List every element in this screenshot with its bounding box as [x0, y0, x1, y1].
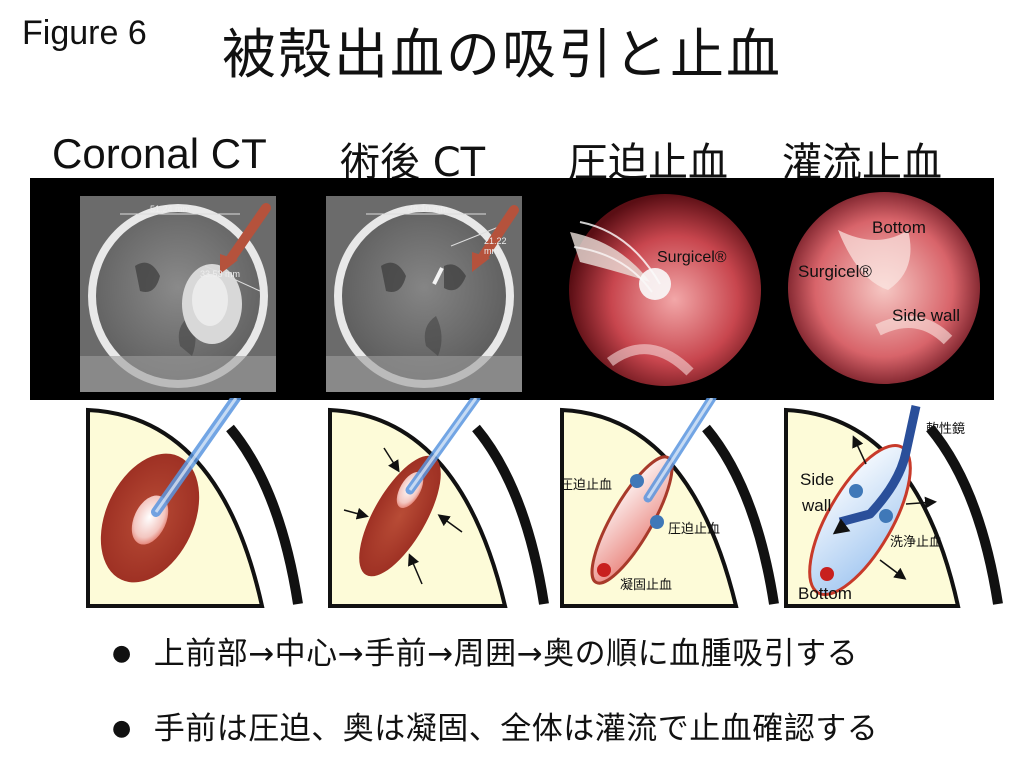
diagram-1 [86, 398, 303, 608]
endoscope-image-compression: Surgicel® [560, 192, 770, 392]
ct-image-preop: 51.24 mm 33.53 mm [80, 196, 276, 392]
endoscope-image-irrigation: Bottom Surgicel® Side wall [778, 190, 990, 390]
endo3-label-surgicel: Surgicel® [657, 249, 727, 266]
diagram4-label-wash: 洗浄止血 [890, 535, 943, 550]
bullet-text-2: 手前は圧迫、奥は凝固、全体は灌流で止血確認する [153, 711, 879, 747]
bullet-dot-icon: ● [112, 641, 132, 666]
endo4-label-bottom: Bottom [872, 218, 926, 237]
ct1-measure-top: 51.24 mm [150, 204, 191, 214]
diagram3-label-coagulate: 凝固止血 [620, 578, 673, 593]
ct-image-postop: 48.10 mm 21.22 mm [326, 196, 522, 392]
column-title-coronal-ct: Coronal CT [52, 130, 267, 177]
diagram-4 [784, 405, 1003, 608]
diagram3-label-compress-upper: 圧迫止血 [560, 478, 613, 493]
diagram-2 [328, 398, 549, 608]
ct2-measure-top: 48.10 mm [408, 204, 449, 214]
bullet-item-2: ● 手前は圧迫、奥は凝固、全体は灌流で止血確認する [112, 703, 878, 748]
bullet-text-1: 上前部→中心→手前→周囲→奥の順に血腫吸引する [153, 636, 859, 672]
endo4-label-surgicel: Surgicel® [798, 262, 872, 281]
page-title: 被殻出血の吸引と止血 [222, 23, 782, 86]
ct1-measure-right: 33.53 mm [200, 269, 241, 279]
bullet-dot-icon: ● [112, 716, 132, 741]
diagram4-label-wall: wall [802, 496, 832, 515]
diagram-3 [560, 398, 779, 608]
bullet-item-1: ● 上前部→中心→手前→周囲→奥の順に血腫吸引する [112, 628, 858, 673]
schematic-diagrams [86, 398, 1003, 608]
diagram3-label-compress-lower: 圧迫止血 [668, 522, 721, 537]
diagram4-label-scope: 軟性鏡 [926, 422, 966, 437]
diagram4-label-side: Side [800, 470, 835, 489]
endo4-label-side-wall: Side wall [892, 306, 961, 325]
ct2-measure-right: 21.22 mm [484, 236, 507, 256]
figure-label: Figure 6 [22, 14, 147, 52]
diagram4-label-bottom: Bottom [798, 584, 852, 603]
